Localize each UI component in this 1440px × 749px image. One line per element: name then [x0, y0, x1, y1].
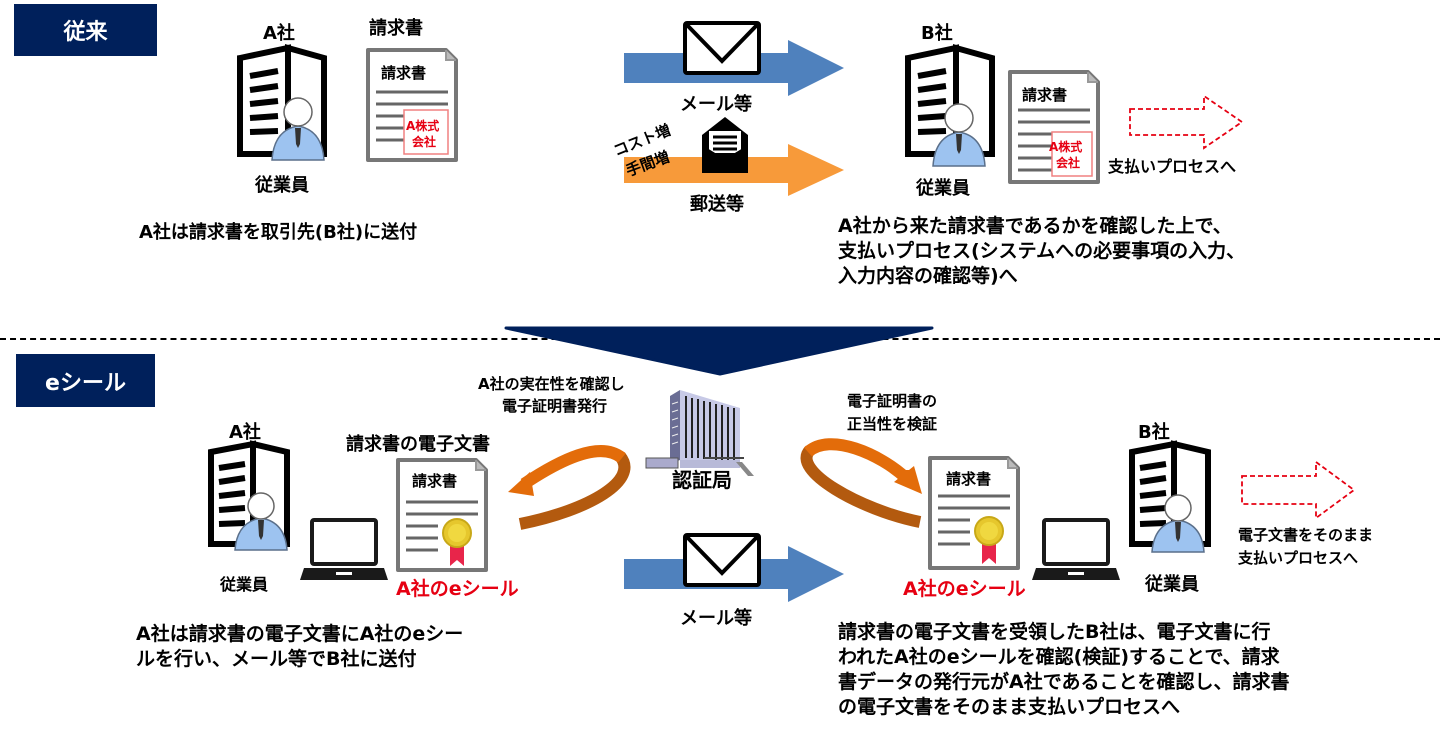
- stamp-a-line2: 会社: [412, 135, 437, 149]
- stamp-b-line1: A株式: [1049, 140, 1083, 154]
- eseal-desc-b-line: われたA社のeシールを確認(検証)することで、請求: [838, 646, 1280, 668]
- open-envelope-icon: [702, 117, 748, 173]
- invoice-b-header: 請求書: [1022, 86, 1068, 104]
- employee-icon: [234, 492, 288, 551]
- edoc-title: 請求書の電子文書: [346, 434, 490, 455]
- certificate-authority-building-icon: [645, 390, 754, 476]
- invoice-document-icon: [366, 48, 458, 162]
- employee-a-label: 従業員: [255, 175, 309, 196]
- conventional-desc-b-line: 支払いプロセス(システムへの必要事項の入力、: [838, 240, 1246, 262]
- mail-label-conventional: メール等: [680, 94, 752, 115]
- employee-icon: [271, 97, 325, 161]
- stamp-a-line1: A株式: [406, 119, 440, 133]
- section-tag-eseal-label: eシール: [45, 370, 126, 396]
- ca-right-note-line2: 正当性を検証: [847, 415, 938, 433]
- eseal-desc-a: A社は請求書の電子文書にA社のeシー ルを行い、メール等でB社に送付: [136, 622, 463, 672]
- conventional-desc-b: A社から来た請求書であるかを確認した上で、 支払いプロセス(システムへの必要事項…: [838, 214, 1245, 289]
- eseal-a-label: A社のeシール: [396, 578, 519, 600]
- envelope-icon: [683, 21, 761, 75]
- conventional-desc-b-line: A社から来た請求書であるかを確認した上で、: [838, 215, 1232, 237]
- employee-icon: [1151, 494, 1205, 553]
- laptop-icon: [1032, 518, 1120, 580]
- conventional-desc-a: A社は請求書を取引先(B社)に送付: [139, 222, 418, 243]
- invoice-title: 請求書: [369, 18, 423, 39]
- eseal-payment-note-line2: 支払いプロセスへ: [1238, 549, 1359, 567]
- eseal-desc-b-line: の電子文書をそのまま支払いプロセスへ: [838, 696, 1181, 718]
- conventional-desc-b-line: 入力内容の確認等)へ: [838, 265, 1018, 287]
- eseal-b-label: A社のeシール: [903, 578, 1026, 600]
- mail-label-eseal: メール等: [680, 608, 752, 629]
- laptop-icon: [300, 518, 388, 580]
- ca-left-note-line1: A社の実在性を確認し: [478, 375, 625, 393]
- ca-left-note-line2: 電子証明書発行: [502, 397, 608, 415]
- eseal-desc-b: 請求書の電子文書を受領したB社は、電子文書に行 われたA社のeシールを確認(検証…: [838, 620, 1290, 720]
- eseal-employee-a-label: 従業員: [220, 575, 269, 594]
- eseal-payment-note-line1: 電子文書をそのまま: [1238, 526, 1374, 544]
- post-label: 郵送等: [690, 194, 744, 215]
- eseal-employee-b-label: 従業員: [1145, 574, 1199, 595]
- edoc-b-header: 請求書: [946, 470, 992, 488]
- ca-label: 認証局: [672, 468, 732, 492]
- section-tag-conventional: 従来: [14, 4, 157, 56]
- section-tag-conventional-label: 従来: [63, 20, 108, 45]
- company-a-label: A社: [263, 23, 295, 44]
- ca-right-note-line1: 電子証明書の: [847, 392, 938, 410]
- eseal-desc-a-line: A社は請求書の電子文書にA社のeシー: [136, 623, 464, 645]
- eseal-desc-a-line: ルを行い、メール等でB社に送付: [136, 648, 417, 670]
- payment-process-label: 支払いプロセスへ: [1108, 157, 1237, 176]
- section-tag-eseal: eシール: [16, 354, 155, 407]
- edoc-with-seal-icon: [928, 456, 1020, 570]
- company-b-label: B社: [921, 23, 953, 44]
- envelope-icon: [683, 533, 761, 587]
- edoc-a-header: 請求書: [412, 472, 458, 490]
- employee-b-label: 従業員: [916, 178, 970, 199]
- stamp-b-line2: 会社: [1056, 156, 1081, 170]
- eseal-company-a-label: A社: [229, 422, 261, 443]
- payment-process-arrow: [1129, 94, 1244, 150]
- eseal-company-b-label: B社: [1138, 422, 1170, 443]
- eseal-desc-b-line: 書データの発行元がA社であることを確認し、請求書: [838, 671, 1290, 693]
- invoice-a-header: 請求書: [381, 64, 427, 82]
- invoice-document-icon: [1008, 70, 1100, 184]
- payment-process-arrow: [1241, 460, 1356, 520]
- eseal-desc-b-line: 請求書の電子文書を受領したB社は、電子文書に行: [838, 621, 1271, 643]
- employee-icon: [932, 103, 986, 167]
- edoc-with-seal-icon: [396, 458, 488, 572]
